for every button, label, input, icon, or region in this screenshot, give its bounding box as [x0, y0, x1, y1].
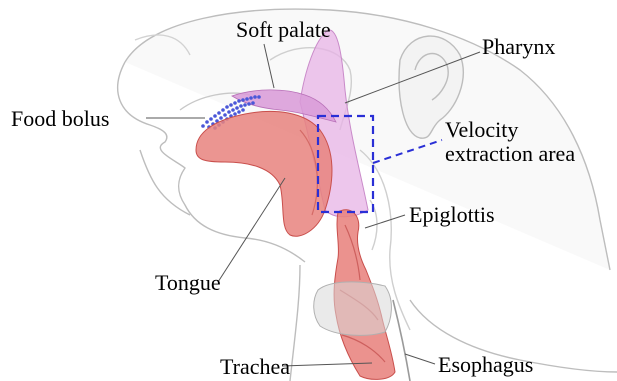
epiglottis-label: Epiglottis	[409, 203, 495, 227]
velocity-label-line2: extraction area	[445, 142, 575, 166]
velocity-label-line1: Velocity	[445, 118, 575, 142]
pharynx-label: Pharynx	[482, 35, 555, 59]
tongue-label: Tongue	[155, 271, 221, 295]
tongue-leader	[218, 178, 285, 282]
tongue-shape	[196, 111, 332, 236]
trachea-label: Trachea	[220, 355, 290, 379]
larynx-cartilage	[314, 282, 392, 335]
epiglottis-leader	[365, 215, 405, 228]
esophagus-label: Esophagus	[438, 353, 533, 377]
soft-palate-label: Soft palate	[236, 18, 331, 42]
esophagus-leader	[405, 354, 435, 364]
food-bolus-label: Food bolus	[11, 107, 109, 131]
velocity-extraction-label: Velocity extraction area	[445, 118, 575, 166]
